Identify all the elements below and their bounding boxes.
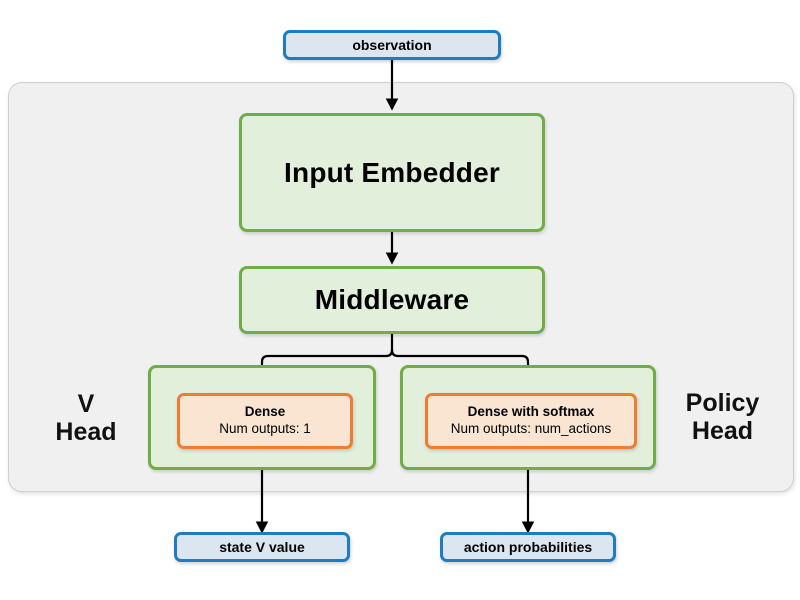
- state-v-value-node[interactable]: state V value: [174, 532, 350, 562]
- state-v-value-label: state V value: [219, 539, 305, 555]
- v-head-dense-outputs: Num outputs: 1: [219, 421, 311, 436]
- v-head-caption-line1: V: [77, 390, 95, 418]
- policy-head-caption: Policy Head: [660, 380, 785, 454]
- arrow-middleware-to-v-head-dense: [255, 349, 394, 393]
- action-probabilities-label: action probabilities: [463, 539, 593, 555]
- policy-head-caption-line1: Policy: [685, 389, 760, 417]
- action-probabilities-node[interactable]: action probabilities: [440, 532, 616, 562]
- policy-head-dense-layer[interactable]: Dense with softmax Num outputs: num_acti…: [425, 393, 637, 449]
- input-embedder-node[interactable]: Input Embedder: [239, 113, 545, 232]
- v-head-container[interactable]: Dense Num outputs: 1: [148, 365, 376, 470]
- middleware-node[interactable]: Middleware: [239, 266, 545, 334]
- v-head-caption: V Head: [30, 383, 142, 453]
- middleware-label: Middleware: [314, 284, 470, 315]
- observation-node[interactable]: observation: [283, 30, 501, 60]
- policy-head-dense-outputs: Num outputs: num_actions: [450, 421, 612, 436]
- v-head-dense-layer[interactable]: Dense Num outputs: 1: [177, 393, 353, 449]
- policy-head-container[interactable]: Dense with softmax Num outputs: num_acti…: [400, 365, 656, 470]
- arrow-middleware-to-policy-head-dense: [390, 349, 535, 393]
- policy-head-dense-title: Dense with softmax: [467, 404, 595, 420]
- input-embedder-label: Input Embedder: [284, 156, 500, 188]
- policy-head-caption-line2: Head: [691, 417, 754, 445]
- v-head-caption-line2: Head: [55, 418, 117, 446]
- v-head-dense-title: Dense: [244, 404, 286, 420]
- observation-label: observation: [352, 37, 432, 53]
